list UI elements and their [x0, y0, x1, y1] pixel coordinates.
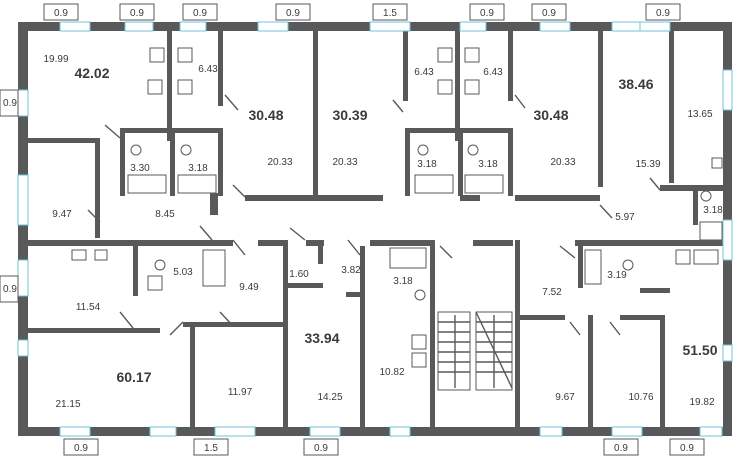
room-area: 20.33 [267, 157, 292, 168]
interior-walls [28, 31, 723, 430]
wall-windows [17, 21, 733, 437]
room-area: 3.82 [341, 265, 361, 276]
room-area: 5.03 [173, 267, 193, 278]
window-label: 0.9 [614, 443, 628, 454]
room-area: 6.43 [414, 67, 434, 78]
room-area: 5.97 [615, 212, 635, 223]
window-label: 1.5 [204, 443, 218, 454]
staircase [437, 311, 513, 391]
room-area: 9.49 [239, 282, 259, 293]
room-area: 3.18 [188, 163, 208, 174]
room-area: 11.97 [228, 387, 253, 398]
room-area: 3.19 [607, 270, 627, 281]
apartment-total-area: 51.50 [682, 342, 717, 358]
window-labels: 0.9 0.9 0.9 0.9 1.5 0.9 0.9 0.9 0.9 0.9 … [0, 3, 705, 456]
room-area: 3.18 [703, 205, 723, 216]
room-area: 19.82 [689, 397, 714, 408]
room-area: 9.47 [52, 209, 72, 220]
window-label: 0.9 [3, 98, 17, 109]
apartment-total-area: 30.48 [248, 107, 283, 123]
room-area: 7.52 [542, 287, 562, 298]
room-area: 10.82 [379, 367, 404, 378]
window-label: 0.9 [3, 284, 17, 295]
window-label: 0.9 [480, 8, 494, 19]
room-area: 11.54 [76, 302, 101, 313]
room-area: 9.67 [555, 392, 575, 403]
apartment-total-area: 42.02 [74, 65, 109, 81]
room-area: 20.33 [332, 157, 357, 168]
room-area: 21.15 [55, 399, 80, 410]
room-area: 8.45 [155, 209, 175, 220]
window-label: 0.9 [54, 8, 68, 19]
window-label: 0.9 [542, 8, 556, 19]
room-area: 14.25 [317, 392, 342, 403]
apartment-totals: 42.02 30.48 30.39 30.48 38.46 60.17 33.9… [74, 65, 717, 385]
window-label: 0.9 [130, 8, 144, 19]
apartment-total-area: 38.46 [618, 76, 653, 92]
apartment-total-area: 33.94 [304, 330, 339, 346]
window-label: 0.9 [286, 8, 300, 19]
room-area: 13.65 [687, 109, 712, 120]
room-area: 3.18 [478, 159, 498, 170]
room-area: 6.43 [483, 67, 503, 78]
room-area: 3.18 [393, 276, 413, 287]
room-area: 20.33 [550, 157, 575, 168]
apartment-total-area: 30.39 [332, 107, 367, 123]
room-area: 19.99 [43, 54, 68, 65]
window-label: 0.9 [74, 443, 88, 454]
window-label: 0.9 [680, 443, 694, 454]
apartment-total-area: 30.48 [533, 107, 568, 123]
room-area: 15.39 [635, 159, 660, 170]
room-area: 1.60 [289, 269, 309, 280]
fixtures [71, 47, 723, 368]
window-label: 0.9 [656, 8, 670, 19]
room-area: 6.43 [198, 64, 218, 75]
apartment-total-area: 60.17 [116, 369, 151, 385]
room-area: 10.76 [628, 392, 653, 403]
window-label: 0.9 [193, 8, 207, 19]
window-label: 1.5 [383, 8, 397, 19]
window-label: 0.9 [314, 443, 328, 454]
room-areas: 19.99 6.43 3.30 3.18 20.33 20.33 6.43 6.… [43, 54, 723, 410]
room-area: 3.30 [130, 163, 150, 174]
room-area: 3.18 [417, 159, 437, 170]
doors [87, 94, 661, 336]
